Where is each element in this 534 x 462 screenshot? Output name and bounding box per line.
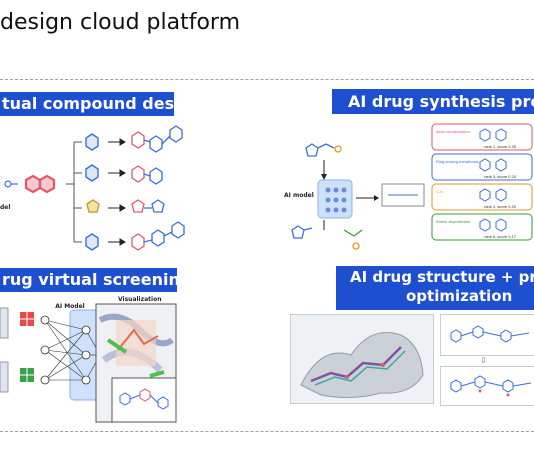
protein-surface-panel bbox=[290, 314, 434, 404]
compound-design-banner: tual compound design bbox=[0, 92, 174, 116]
lead-molecule-panel bbox=[440, 314, 534, 356]
screening-diagram bbox=[0, 303, 177, 423]
optimization-banner: AI drug structure + prope optimization bbox=[336, 266, 534, 310]
generated-molecules-icon bbox=[131, 125, 185, 251]
branch-bracket bbox=[66, 141, 82, 243]
reactant-icons bbox=[291, 225, 363, 250]
screening-banner: rug virtual screening bbox=[0, 268, 177, 292]
compound-design-diagram bbox=[4, 125, 185, 251]
fragment-arrows bbox=[108, 138, 126, 246]
synthesis-banner: AI drug synthesis predicti bbox=[332, 89, 534, 114]
core-scaffold-icon bbox=[24, 174, 56, 194]
optimized-molecule-panel bbox=[440, 366, 534, 406]
optimization-title-line2: optimization bbox=[406, 287, 513, 305]
optimize-down-arrow-icon: ⇩ bbox=[480, 356, 487, 365]
screening-model-label: AI Model bbox=[55, 303, 85, 310]
route-list bbox=[431, 123, 533, 241]
top-divider bbox=[0, 79, 534, 80]
rank-label-4: rank 6, score 0.17 bbox=[484, 234, 517, 239]
feature-grid-icons bbox=[0, 307, 34, 393]
target-molecule-icon bbox=[305, 143, 342, 157]
step-label-3: C-N bbox=[436, 189, 443, 194]
synthesis-model-label: AI model bbox=[284, 192, 314, 199]
neural-network-icon bbox=[44, 319, 101, 381]
screening-title: rug virtual screening bbox=[2, 270, 177, 289]
bottom-divider bbox=[0, 431, 534, 432]
compound-model-label: del bbox=[0, 204, 11, 211]
optimization-title-line1: AI drug structure + prope bbox=[350, 268, 534, 286]
page-title: design cloud platform bbox=[0, 10, 241, 35]
rank-label-3: rank 4, score 0.20 bbox=[484, 204, 517, 209]
route-molecule-icons bbox=[479, 128, 507, 232]
fragment-icons bbox=[85, 133, 100, 251]
synthesis-diagram: Aldol condensation Ring-closing metathes… bbox=[291, 123, 533, 250]
visualization-label: Visualization bbox=[118, 296, 162, 303]
rank-label-1: rank 1, score 0.25 bbox=[484, 144, 517, 149]
step-label-2: Ring-closing metathesis bbox=[436, 159, 478, 164]
rank-label-2: rank 3, score 0.24 bbox=[484, 174, 517, 179]
compound-design-title: tual compound design bbox=[2, 94, 174, 113]
synthesis-title: AI drug synthesis predicti bbox=[348, 92, 534, 111]
step-label-1: Aldol condensation bbox=[436, 129, 470, 134]
input-molecule-icon bbox=[4, 180, 18, 188]
step-label-4: Amine deprotection bbox=[436, 219, 470, 224]
